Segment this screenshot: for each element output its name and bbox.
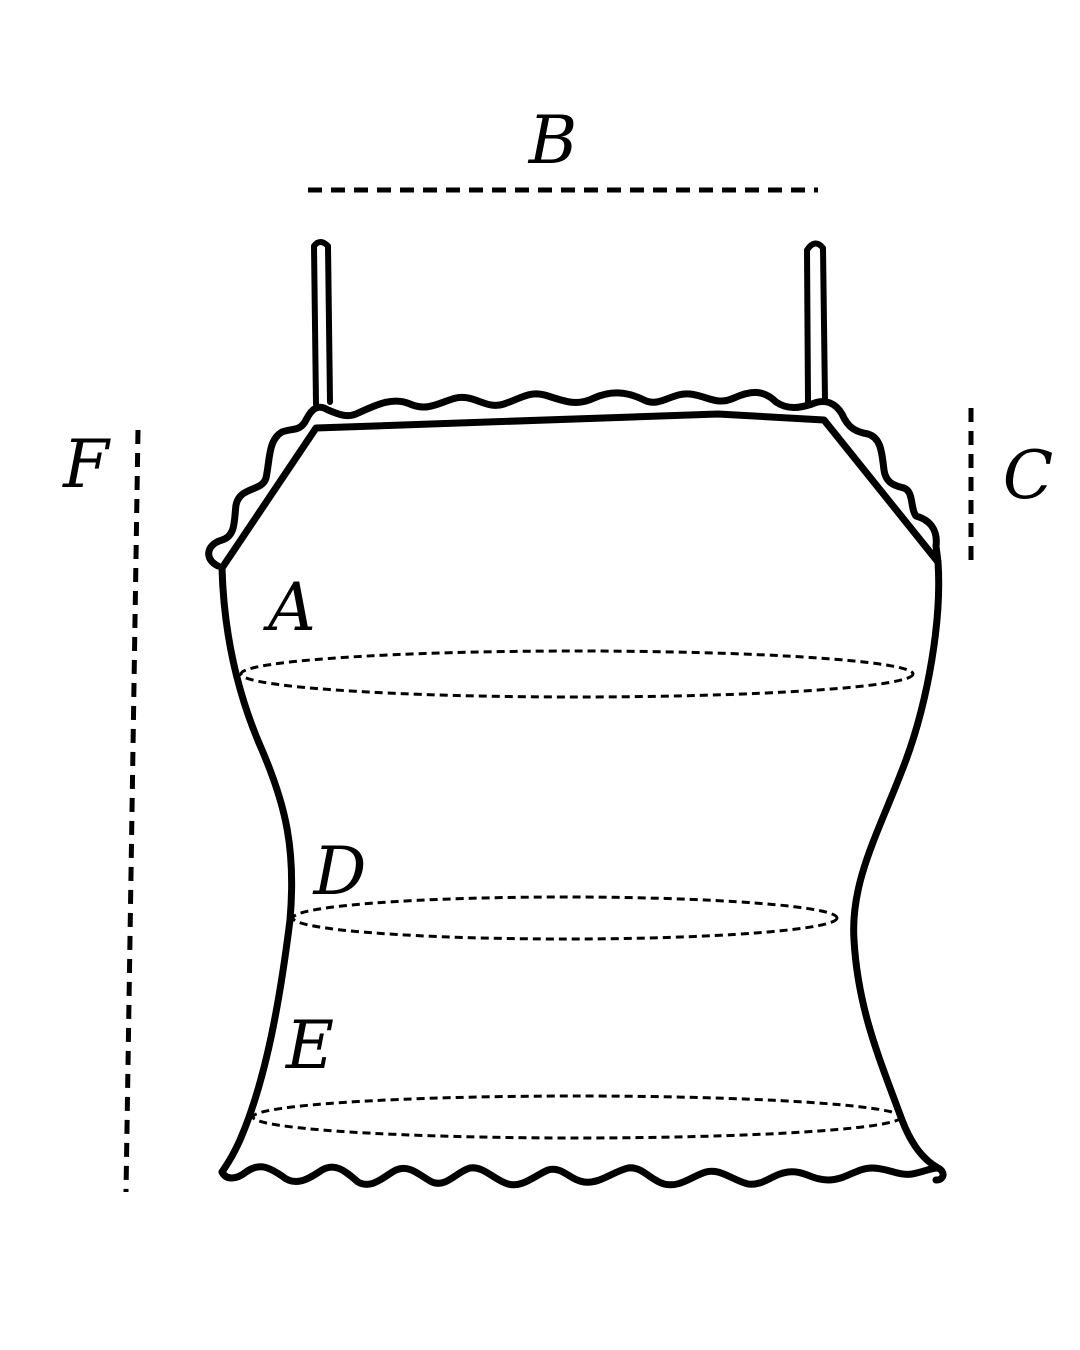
top-ruffle-edge <box>205 389 942 570</box>
bust-ellipse-a <box>239 649 915 699</box>
right-strap <box>804 240 828 405</box>
right-side-seam <box>850 558 943 1172</box>
measure-line-f <box>123 429 141 1193</box>
label-d: D <box>313 833 367 910</box>
neckline <box>218 410 942 572</box>
left-strap <box>311 239 333 407</box>
label-c: C <box>1003 437 1054 514</box>
label-f: F <box>62 426 111 503</box>
left-side-seam <box>218 564 296 1176</box>
label-b: B <box>528 102 578 179</box>
label-e: E <box>285 1007 334 1084</box>
label-a: A <box>262 569 316 646</box>
hem-ruffle-edge <box>218 1163 947 1189</box>
waist-ellipse-d <box>291 895 839 941</box>
hem-ellipse-e <box>251 1094 903 1140</box>
